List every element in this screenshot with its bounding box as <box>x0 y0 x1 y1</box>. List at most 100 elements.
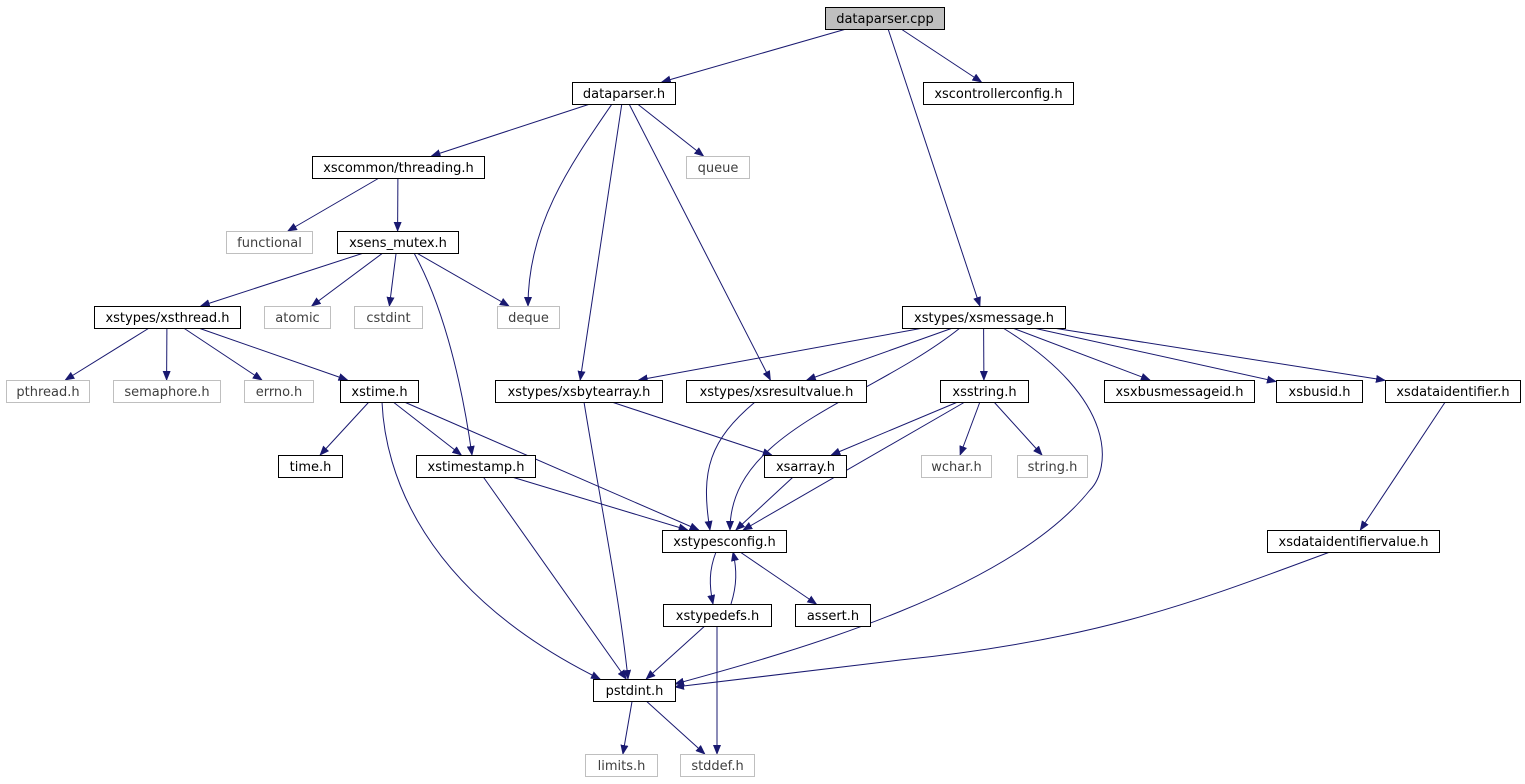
node-label: functional <box>237 236 302 251</box>
node-xsmessage-h[interactable]: xstypes/xsmessage.h <box>902 306 1066 329</box>
node-label: errno.h <box>256 385 303 400</box>
node-pthread-h: pthread.h <box>6 380 90 403</box>
node-label: xstime.h <box>351 385 407 400</box>
node-xsbytearray-h[interactable]: xstypes/xsbytearray.h <box>495 380 663 403</box>
node-queue: queue <box>686 156 750 179</box>
edge-dataparser-cpp-to-xscontrollerconfig-h <box>900 28 983 83</box>
node-box <box>226 231 313 254</box>
edge-xsmessage-h-to-xsbytearray-h <box>637 327 924 383</box>
node-box <box>585 754 658 777</box>
node-xsthread-h[interactable]: xstypes/xsthread.h <box>94 306 241 329</box>
edge-xstypesconfig-h-to-xstypedefs-h <box>707 551 717 605</box>
node-atomic: atomic <box>264 306 331 329</box>
node-label: xscontrollerconfig.h <box>934 87 1062 102</box>
edge-xstime-h-to-xstimestamp-h <box>392 401 463 456</box>
node-dataparser-h[interactable]: dataparser.h <box>572 82 676 105</box>
node-box <box>354 306 423 329</box>
edge-xsens-mutex-h-to-atomic <box>310 252 384 307</box>
edge-xsstring-h-to-string-h <box>993 401 1043 456</box>
node-xsdataidentifier-h[interactable]: xsdataidentifier.h <box>1385 380 1521 403</box>
edge-xsmessage-h-to-pstdint-h <box>674 327 1103 686</box>
node-limits-h: limits.h <box>585 754 658 777</box>
edge-xstypedefs-h-to-pstdint-h <box>645 625 706 680</box>
node-label: xsbusid.h <box>1289 385 1351 400</box>
edge-xsstring-h-to-xstypesconfig-h <box>742 401 966 531</box>
node-wchar-h: wchar.h <box>921 455 992 478</box>
node-label: xstypes/xsmessage.h <box>914 311 1054 326</box>
node-label: queue <box>698 161 739 176</box>
node-box <box>686 380 867 403</box>
node-label: cstdint <box>366 311 410 326</box>
node-box <box>902 306 1066 329</box>
node-xsstring-h[interactable]: xsstring.h <box>940 380 1029 403</box>
node-xsens-mutex-h[interactable]: xsens_mutex.h <box>337 231 459 254</box>
node-threading-h[interactable]: xscommon/threading.h <box>312 156 485 179</box>
edge-dataparser-h-to-xsbytearray-h <box>577 103 623 381</box>
node-label: xstypes/xsresultvalue.h <box>700 385 854 400</box>
edge-xstypedefs-h-to-xstypesconfig-h <box>730 551 739 605</box>
node-label: assert.h <box>807 609 859 624</box>
node-xstimestamp-h[interactable]: xstimestamp.h <box>416 455 536 478</box>
node-xsxbusmessageid-h[interactable]: xsxbusmessageid.h <box>1104 380 1255 403</box>
node-label: xstypes/xsthread.h <box>105 311 229 326</box>
node-box <box>1276 380 1363 403</box>
node-dataparser-cpp[interactable]: dataparser.cpp <box>825 7 945 30</box>
node-box <box>264 306 331 329</box>
edge-xsbytearray-h-to-xsarray-h <box>611 401 773 456</box>
edge-xsmessage-h-to-xstypesconfig-h <box>726 327 961 531</box>
node-xsdataidentifiervalue-h[interactable]: xsdataidentifiervalue.h <box>1267 530 1440 553</box>
node-label: xscommon/threading.h <box>323 161 474 176</box>
edge-xsbytearray-h-to-pstdint-h <box>583 401 632 680</box>
node-box <box>312 156 485 179</box>
nodes-layer: dataparser.cpp dataparser.h xscontrollerco… <box>6 7 1521 777</box>
node-xsarray-h[interactable]: xsarray.h <box>764 455 847 478</box>
node-label: xsstring.h <box>952 385 1016 400</box>
node-assert-h[interactable]: assert.h <box>795 604 871 627</box>
node-box <box>572 82 676 105</box>
node-xstime-h[interactable]: xstime.h <box>340 380 419 403</box>
edge-xsmessage-h-to-xsdataidentifier-h <box>1053 327 1386 383</box>
edge-xsens-mutex-h-to-xstimestamp-h <box>413 252 475 456</box>
edge-xstimestamp-h-to-xstypesconfig-h <box>511 476 689 532</box>
edge-dataparser-h-to-deque <box>524 103 613 307</box>
edge-xsstring-h-to-wchar-h <box>959 401 981 456</box>
node-box <box>680 754 755 777</box>
node-label: stddef.h <box>691 759 743 774</box>
node-xsresultvalue-h[interactable]: xstypes/xsresultvalue.h <box>686 380 867 403</box>
edge-xsthread-h-to-xstime-h <box>198 327 349 381</box>
node-box <box>1017 455 1088 478</box>
edge-xstime-h-to-time-h <box>319 401 370 456</box>
node-box <box>495 380 663 403</box>
edges-layer <box>64 28 1446 755</box>
node-box <box>1267 530 1440 553</box>
node-label: pstdint.h <box>606 684 664 699</box>
node-box <box>1104 380 1255 403</box>
node-xstypedefs-h[interactable]: xstypedefs.h <box>663 604 772 627</box>
node-pstdint-h[interactable]: pstdint.h <box>593 679 676 702</box>
edge-xsthread-h-to-pthread-h <box>64 327 150 381</box>
node-xstypesconfig-h[interactable]: xstypesconfig.h <box>662 530 787 553</box>
edge-xsdataidentifiervalue-h-to-pstdint-h <box>674 551 1331 690</box>
node-label: atomic <box>275 311 319 326</box>
edge-pstdint-h-to-stddef-h <box>645 700 706 755</box>
node-box <box>416 455 536 478</box>
node-box <box>278 455 343 478</box>
node-label: dataparser.cpp <box>836 12 934 27</box>
node-label: pthread.h <box>16 385 79 400</box>
node-box <box>94 306 241 329</box>
node-box <box>686 156 750 179</box>
edge-dataparser-cpp-to-dataparser-h <box>660 28 847 84</box>
node-box <box>764 455 847 478</box>
node-time-h[interactable]: time.h <box>278 455 343 478</box>
node-xscontrollerconfig-h[interactable]: xscontrollerconfig.h <box>923 82 1074 105</box>
node-box <box>1385 380 1521 403</box>
node-label: limits.h <box>598 759 646 774</box>
edge-xstimestamp-h-to-pstdint-h <box>482 476 627 680</box>
edge-xsthread-h-to-errno-h <box>183 327 263 381</box>
node-label: semaphore.h <box>124 385 209 400</box>
node-label: xsxbusmessageid.h <box>1115 385 1243 400</box>
edge-dataparser-cpp-to-xsmessage-h <box>887 28 981 307</box>
node-deque: deque <box>497 306 560 329</box>
node-xsbusid-h[interactable]: xsbusid.h <box>1276 380 1363 403</box>
